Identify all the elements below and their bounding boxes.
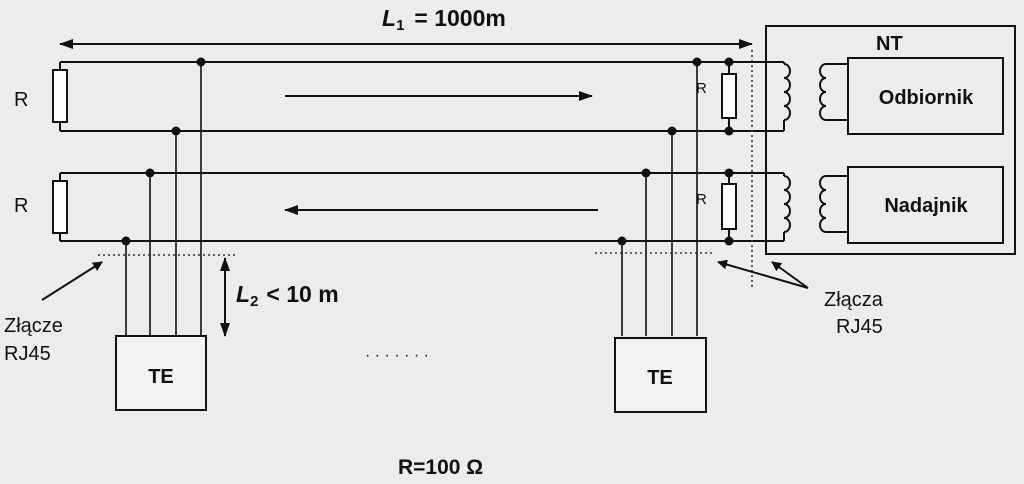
resistor-label-left-lower: R: [14, 195, 28, 217]
nt-label: NT: [876, 33, 903, 55]
connector-callout-right-arrow-1: [717, 259, 809, 289]
transformer-upper: [760, 61, 848, 132]
resistor-left-lower: [52, 180, 68, 234]
resistance-note: R=100 Ω: [398, 456, 483, 479]
l1-label: L1= 1000m: [382, 5, 506, 34]
resistor-label-right-upper: R: [696, 80, 707, 97]
resistor-right-lower: [721, 183, 737, 230]
resistor-label-right-lower: R: [696, 191, 707, 208]
te-right-taps: [617, 57, 734, 336]
resistor-label-left-upper: R: [14, 89, 28, 111]
te-label-left: TE: [148, 366, 174, 388]
connector-label-left-line2: RJ45: [4, 343, 51, 365]
connector-label-left-line1: Złącze: [4, 315, 63, 337]
resistor-left-upper: [52, 69, 68, 123]
resistor-right-upper: [721, 73, 737, 119]
connector-label-right-line2: RJ45: [836, 316, 883, 338]
receiver-box: [847, 57, 1004, 135]
te-box-right: [614, 337, 707, 413]
te-left-taps: [121, 57, 206, 336]
transmitter-box: [847, 166, 1004, 244]
receiver-label: Odbiornik: [879, 87, 974, 109]
te-label-right: TE: [647, 367, 673, 389]
transmitter-label: Nadajnik: [884, 195, 968, 217]
nt-box: [765, 25, 1016, 255]
transformer-lower: [760, 172, 848, 242]
l2-label: L2< 10 m: [236, 281, 339, 310]
connector-label-right-line1: Złącza: [824, 289, 884, 311]
connector-callout-right-arrow-2: [771, 261, 809, 289]
ellipsis: · · · · · · ·: [365, 347, 429, 364]
connector-callout-left-arrow: [41, 261, 103, 301]
te-box-left: [115, 335, 207, 411]
